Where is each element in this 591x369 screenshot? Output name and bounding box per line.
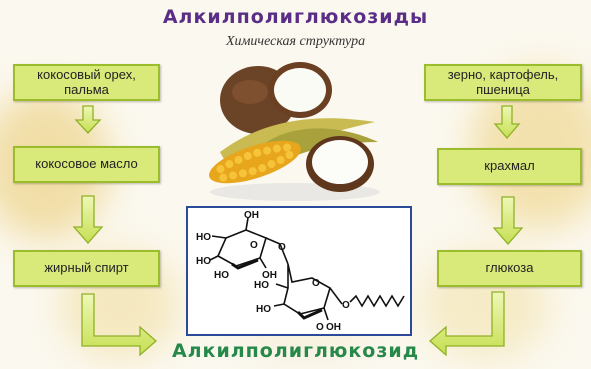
label-oh-1: OH xyxy=(244,210,259,221)
result-label: Алкилполиглюкозид xyxy=(171,340,420,362)
arrow-down-right-2 xyxy=(492,196,524,245)
arrow-right-to-center xyxy=(429,291,505,357)
label-ho-2: HO xyxy=(196,256,211,267)
fatty-alcohol: жирный спирт xyxy=(13,250,160,287)
source-grain-potato-wheat: зерно, картофель, пшеница xyxy=(424,64,582,101)
arrow-down-left-1 xyxy=(74,105,102,134)
label-o-link: O xyxy=(278,242,286,253)
label-ho-1: HO xyxy=(196,232,211,243)
coconut-corn-photo xyxy=(200,52,382,202)
label-o-bottom: O xyxy=(316,322,324,333)
coconut-oil: кокосовое масло xyxy=(13,146,160,183)
source-coconut-palm: кокосовый орех, пальма xyxy=(13,64,160,101)
arrow-down-right-1 xyxy=(493,105,521,139)
glucose: глюкоза xyxy=(437,250,582,287)
label-o-chain: O xyxy=(342,300,350,311)
diagram-title: Алкилполиглюкозиды xyxy=(162,6,429,28)
label-oh-3: OH xyxy=(326,322,341,333)
chemical-structure: OH HO HO O O HO OH O HO HO O O OH xyxy=(186,206,412,336)
starch: крахмал xyxy=(437,148,582,185)
label-oh-2: OH xyxy=(262,270,277,281)
arrow-down-left-2 xyxy=(72,195,104,244)
label-ho-4: HO xyxy=(254,280,269,291)
diagram-subtitle: Химическая структура xyxy=(225,34,366,49)
label-ho-5: HO xyxy=(256,304,271,315)
label-ho-3: HO xyxy=(214,270,229,281)
arrow-left-to-center xyxy=(81,293,157,357)
label-o-ring-2: O xyxy=(312,278,320,289)
label-o-ring-1: O xyxy=(250,240,258,251)
